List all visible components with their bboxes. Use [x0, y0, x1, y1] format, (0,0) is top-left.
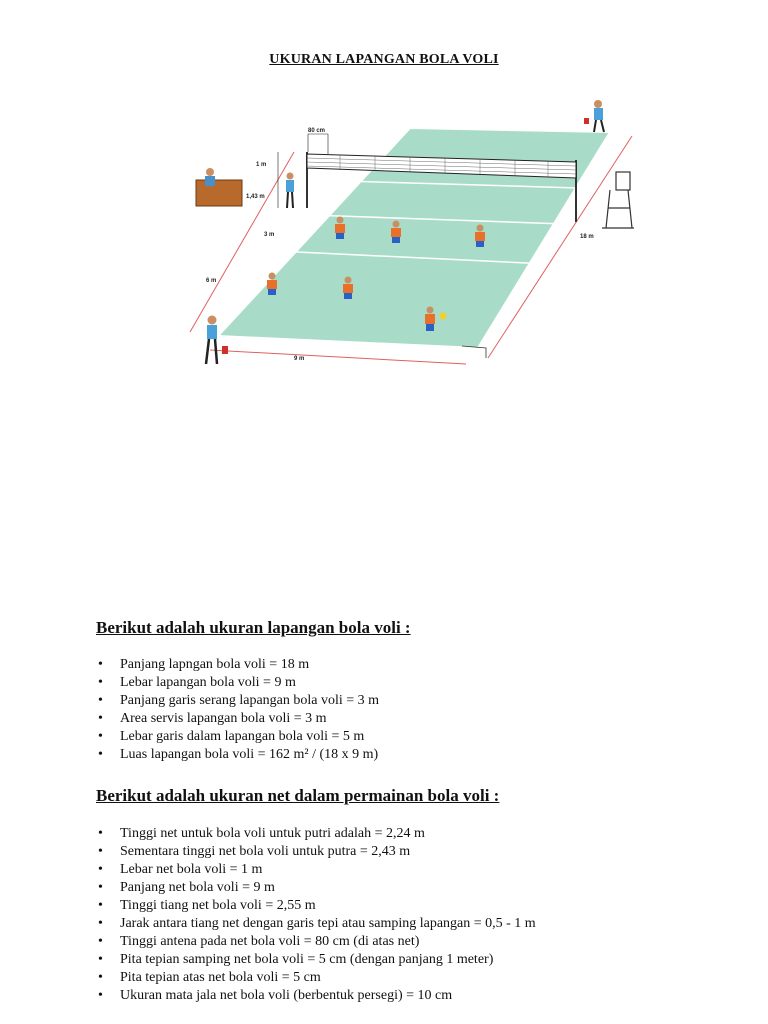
- player-server: [425, 306, 447, 331]
- label-attack-zone: 3 m: [264, 232, 274, 238]
- document-title: UKURAN LAPANGAN BOLA VOLI: [269, 52, 499, 67]
- list-item: Lebar garis dalam lapangan bola voli = 5…: [96, 728, 379, 746]
- net-spec-list: Tinggi net untuk bola voli untuk putri a…: [96, 825, 536, 1005]
- attack-line-front: [281, 213, 566, 225]
- net-section-heading: Berikut adalah ukuran net dalam permaina…: [96, 786, 500, 805]
- player: [391, 220, 401, 243]
- length-dimension-line: [487, 135, 633, 359]
- list-item: Area servis lapangan bola voli = 3 m: [96, 710, 379, 728]
- player: [335, 216, 345, 239]
- court-illustration: 80 cm 1 m 1,43 m 3 m 6 m 9 m 18 m: [189, 100, 634, 365]
- court-spec-list: Panjang lapngan bola voli = 18 m Lebar l…: [96, 656, 379, 764]
- list-item: Pita tepian samping net bola voli = 5 cm…: [96, 951, 536, 969]
- center-line: [311, 179, 579, 189]
- net-mesh: [306, 155, 577, 177]
- list-item: Lebar net bola voli = 1 m: [96, 861, 536, 879]
- label-court-width: 9 m: [294, 356, 304, 362]
- list-item: Ukuran mata jala net bola voli (berbentu…: [96, 987, 536, 1005]
- court-surface: [215, 126, 612, 350]
- list-item: Sementara tinggi net bola voli untuk put…: [96, 843, 536, 861]
- player: [267, 272, 277, 295]
- scorer-table: [195, 179, 243, 207]
- player: [475, 224, 485, 247]
- list-item: Tinggi tiang net bola voli = 2,55 m: [96, 897, 536, 915]
- label-net-lower-height: 1,43 m: [246, 194, 265, 200]
- scorer-head: [206, 168, 214, 176]
- label-court-length: 18 m: [580, 234, 594, 240]
- second-referee-head: [286, 172, 294, 180]
- list-item: Jarak antara tiang net dengan garis tepi…: [96, 915, 536, 933]
- list-item: Tinggi antena pada net bola voli = 80 cm…: [96, 933, 536, 951]
- service-mark: [461, 345, 487, 358]
- line-judge-bottom: [204, 315, 228, 365]
- side-dimension-line: [189, 151, 295, 333]
- width-dimension-line: [209, 349, 467, 365]
- referee-chair: [602, 171, 634, 229]
- list-item: Pita tepian atas net bola voli = 5 cm: [96, 969, 536, 987]
- list-item: Panjang lapngan bola voli = 18 m: [96, 656, 379, 674]
- list-item: Lebar lapangan bola voli = 9 m: [96, 674, 379, 692]
- list-item: Tinggi net untuk bola voli untuk putri a…: [96, 825, 536, 843]
- label-back-zone: 6 m: [206, 278, 216, 284]
- list-item: Luas lapangan bola voli = 162 m² / (18 x…: [96, 746, 379, 764]
- list-item: Panjang garis serang lapangan bola voli …: [96, 692, 379, 710]
- players: [267, 216, 485, 331]
- line-judge-top: [584, 100, 605, 133]
- list-item: Panjang net bola voli = 9 m: [96, 879, 536, 897]
- court-section-heading: Berikut adalah ukuran lapangan bola voli…: [96, 618, 411, 637]
- attack-line-back: [254, 249, 549, 265]
- label-antenna-height: 80 cm: [308, 128, 325, 134]
- label-net-width: 1 m: [256, 162, 266, 168]
- player: [343, 276, 353, 299]
